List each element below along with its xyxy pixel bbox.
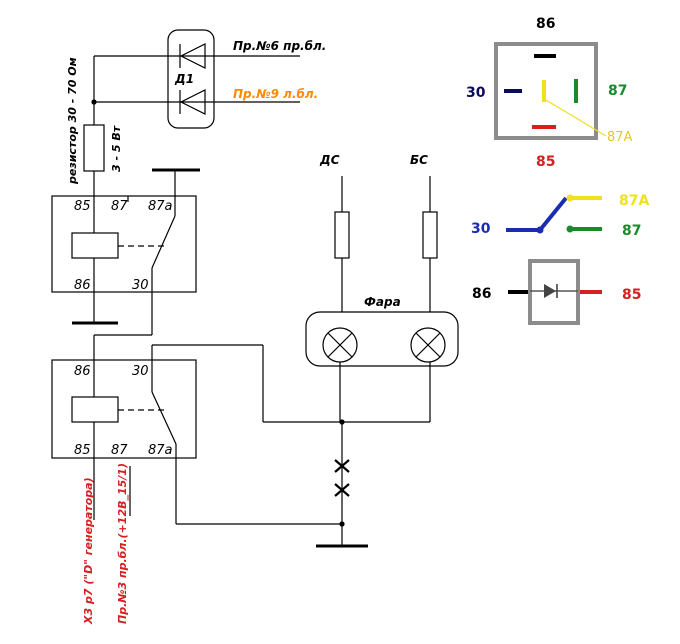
fuse-right-label: БС	[410, 153, 428, 167]
resistor-label: резистор 30 - 70 Ом	[66, 57, 79, 185]
bottom-right-label: Пр.№3 пр.бл.(+12В_15/1)	[116, 463, 129, 624]
relay-2: 86 30 85 87 87а	[51, 345, 197, 524]
pinout-top-86: 86	[536, 16, 555, 32]
relay1-pin-87: 87	[111, 199, 128, 214]
lamp-left	[322, 327, 358, 363]
pinout-top-30: 30	[466, 85, 486, 101]
relay2-pin-30: 30	[132, 364, 149, 379]
contacts-87: 87	[622, 223, 641, 239]
headlight-label: Фара	[364, 295, 401, 309]
wire-label-orange: Пр.№9 л.бл.	[233, 87, 318, 101]
wire-label-top: Пр.№6 пр.бл.	[233, 39, 326, 53]
contacts-87a: 87А	[619, 193, 649, 209]
fuse-left	[334, 211, 350, 259]
diode-label: Д1	[174, 72, 194, 86]
fuse-left-label: ДС	[319, 153, 340, 167]
junction-dot	[339, 521, 345, 527]
coil-85: 85	[622, 287, 641, 303]
relay1-pin-86: 86	[74, 278, 91, 293]
relay2-coil	[71, 396, 119, 423]
fuse-right	[422, 211, 438, 259]
relay-pinout-top: 86 30 87 85 87А	[466, 16, 633, 170]
relay-coil-diagram: 86 85	[472, 259, 641, 325]
relay1-pin-30: 30	[132, 278, 149, 293]
relay2-pin-85: 85	[74, 443, 91, 458]
coil-86: 86	[472, 286, 491, 302]
pinout-top-87: 87	[608, 83, 627, 99]
relay1-coil	[71, 232, 119, 259]
relay-contacts-diagram: 87А 30 87	[471, 193, 649, 239]
bottom-left-label: Х3 р7 ("D" генератора)	[82, 477, 95, 625]
relay1-pin-87a: 87а	[148, 199, 173, 214]
pinout-top-85: 85	[536, 154, 555, 170]
relay1-pin-85: 85	[74, 199, 91, 214]
pin-87a-leader	[545, 99, 607, 137]
headlight: Фара	[305, 295, 459, 367]
relay2-pin-87a: 87а	[148, 443, 173, 458]
schematic: Д1 Пр.№6 пр.бл. Пр.№9 л.бл. резистор 30 …	[51, 29, 459, 625]
resistor-power-label: 3 - 5 Вт	[110, 125, 123, 172]
relay2-pin-86: 86	[74, 364, 91, 379]
resistor	[83, 124, 105, 172]
diode-block: Д1	[167, 29, 215, 129]
relay2-pin-87: 87	[111, 443, 128, 458]
pinout-top-87a: 87А	[607, 130, 633, 145]
relay-1: 85 87 87а 86 30	[51, 170, 197, 335]
junction-dot	[91, 99, 97, 105]
diode-icon	[544, 284, 556, 298]
contacts-30: 30	[471, 221, 491, 237]
break-mark	[334, 459, 350, 497]
lamp-right	[410, 327, 446, 363]
